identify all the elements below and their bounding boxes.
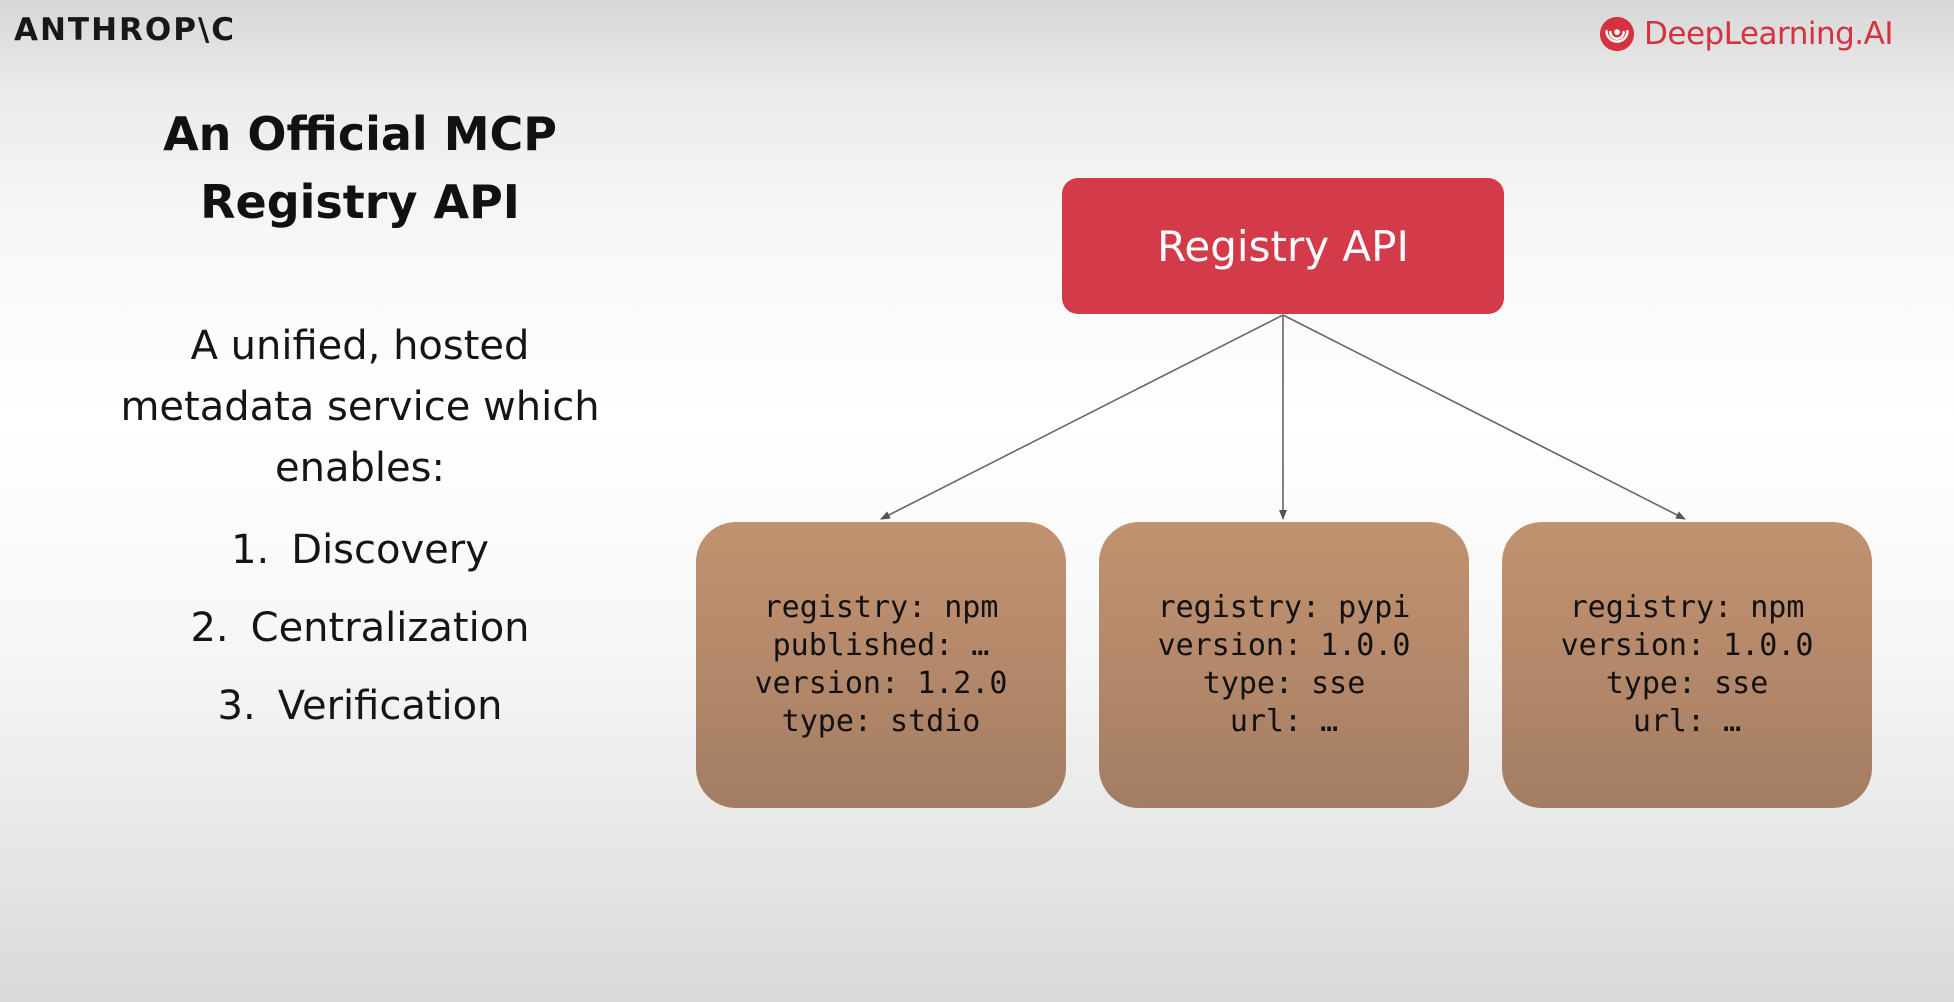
anthropic-logo: ANTHROP\C <box>14 12 237 48</box>
feature-label: Verification <box>277 683 503 729</box>
metadata-line: registry: npm <box>763 590 999 625</box>
slide-title-line: An Official MCP <box>163 107 557 161</box>
feature-number: 1. <box>231 527 270 573</box>
slide-title-line: Registry API <box>200 175 520 229</box>
feature-item-centralization: 2. Centralization <box>60 589 660 667</box>
metadata-line: registry: npm <box>1569 590 1805 625</box>
metadata-line: type: sse <box>1605 666 1769 701</box>
feature-label: Discovery <box>291 527 489 573</box>
deeplearning-ai-wordmark: DeepLearning.AI <box>1644 16 1893 52</box>
feature-number: 3. <box>217 683 256 729</box>
registry-api-node: Registry API <box>1062 178 1504 314</box>
metadata-line: version: 1.0.0 <box>1560 628 1814 663</box>
registry-entry-node-pypi-sse: registry: pypi version: 1.0.0 type: sse … <box>1099 522 1469 808</box>
feature-item-discovery: 1. Discovery <box>60 511 660 589</box>
registry-entry-node-npm-sse: registry: npm version: 1.0.0 type: sse u… <box>1502 522 1872 808</box>
registry-entry-node-npm-stdio: registry: npm published: … version: 1.2.… <box>696 522 1066 808</box>
description-line: enables: <box>275 445 445 491</box>
metadata-line: type: stdio <box>781 704 981 739</box>
metadata-line: type: sse <box>1202 666 1366 701</box>
description-line: metadata service which <box>120 384 600 430</box>
metadata-line: registry: pypi <box>1157 590 1411 625</box>
slide-description: A unified, hosted metadata service which… <box>60 316 660 499</box>
feature-label: Centralization <box>250 605 530 651</box>
description-line: A unified, hosted <box>190 323 530 369</box>
connector-arrow-right <box>1282 314 1686 520</box>
metadata-line: version: 1.0.0 <box>1157 628 1411 663</box>
metadata-line: version: 1.2.0 <box>754 666 1008 701</box>
feature-number: 2. <box>190 605 229 651</box>
connector-arrow-left <box>880 314 1284 520</box>
feature-list: 1. Discovery 2. Centralization 3. Verificat… <box>60 511 660 745</box>
slide-title: An Official MCP Registry API <box>60 100 660 236</box>
deeplearning-ai-logo: DeepLearning.AI <box>1598 14 1893 54</box>
deeplearning-ai-mark-icon <box>1599 16 1635 52</box>
feature-item-verification: 3. Verification <box>60 667 660 745</box>
metadata-line: published: … <box>772 628 990 663</box>
left-text-panel: An Official MCP Registry API A unified, … <box>60 100 660 745</box>
metadata-line: url: … <box>1229 704 1339 739</box>
metadata-line: url: … <box>1632 704 1742 739</box>
